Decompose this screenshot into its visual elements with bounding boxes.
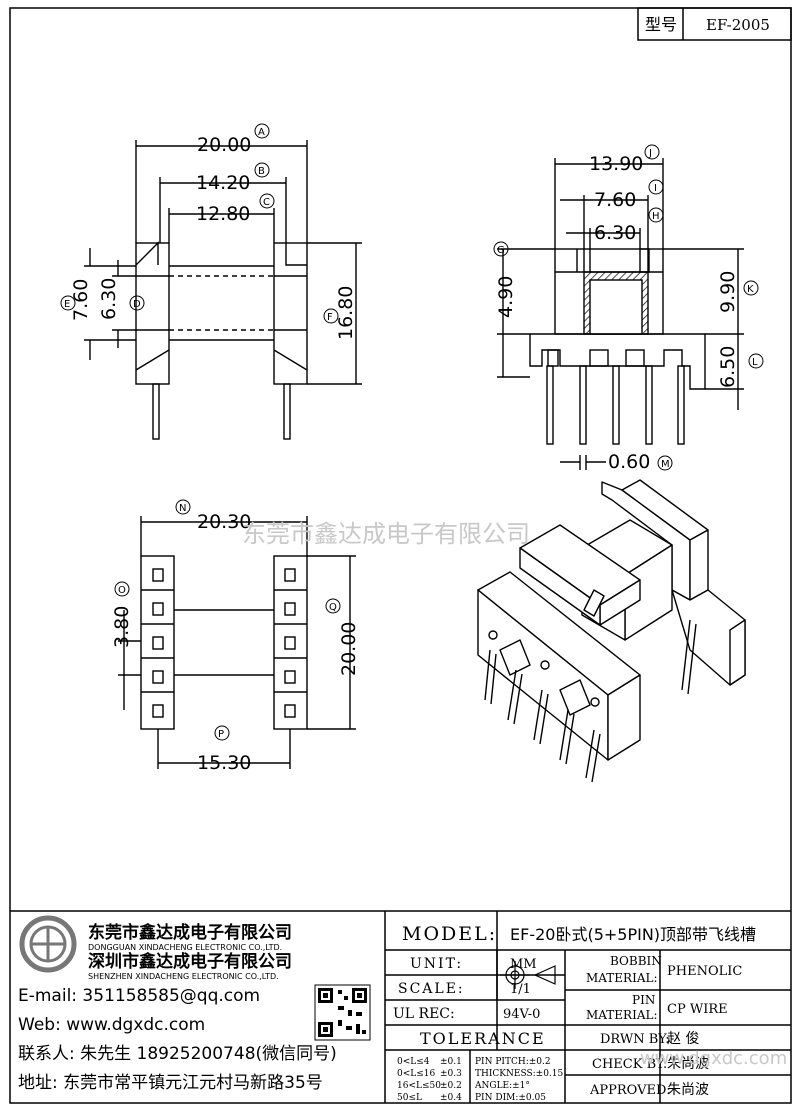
tol-spec-4: PIN DIM:±0.05: [475, 1093, 546, 1103]
front-view: [84, 140, 362, 440]
side-view: [497, 158, 744, 470]
dim-m-tag: M: [661, 459, 670, 470]
dim-l-value: 6.50: [717, 346, 739, 388]
tol-value-3: ±0.2: [440, 1081, 462, 1091]
model-box-label: 型号: [645, 15, 677, 34]
drwn-value: 赵 俊: [667, 1031, 699, 1047]
dim-g-tag: G: [497, 245, 505, 256]
dim-j-tag: J: [648, 148, 652, 159]
tol-value-1: ±0.1: [440, 1057, 462, 1067]
dim-m-value: 0.60: [608, 451, 650, 473]
tolerance-label: TOLERANCE: [420, 1029, 546, 1048]
model-box-value: EF-2005: [706, 16, 770, 34]
company-web: Web: www.dgxdc.com: [18, 1015, 205, 1035]
dim-i-value: 7.60: [594, 189, 636, 211]
dim-a-tag: A: [258, 127, 265, 138]
dim-d-tag: D: [133, 299, 141, 310]
company-contact: 联系人: 朱先生 18925200748(微信同号): [18, 1044, 337, 1064]
dim-e-tag: E: [64, 299, 70, 310]
company-name-en-2: SHENZHEN XINDACHENG ELECTRONIC CO.,LTD.: [88, 972, 279, 981]
bobbin-label-2: MATERIAL:: [586, 971, 658, 985]
tol-range-4: 50≤L: [397, 1093, 422, 1103]
company-email: E-mail: 351158585@qq.com: [18, 986, 260, 1006]
company-name-cn-2: 深圳市鑫达成电子有限公司: [88, 951, 292, 972]
tol-range-2: 0<L≤16: [397, 1069, 436, 1079]
projection-symbol: [500, 961, 556, 989]
dim-n-tag: N: [179, 503, 186, 514]
isometric-view: [477, 479, 746, 783]
dim-c-value: 12.80: [196, 203, 250, 225]
dim-k-value: 9.90: [717, 271, 739, 313]
tol-spec-1: PIN PITCH:±0.2: [475, 1057, 551, 1067]
pin-label-1: PIN: [632, 993, 655, 1007]
tol-range-1: 0<L≤4: [397, 1057, 430, 1067]
check-value: 朱尚波: [667, 1056, 709, 1072]
drwn-label: DRWN BY:: [600, 1032, 669, 1047]
check-label: CHECK BY:: [592, 1057, 667, 1072]
company-address: 地址: 东莞市常平镇元江元村马新路35号: [18, 1073, 323, 1093]
tol-range-3: 16<L≤50: [397, 1081, 441, 1091]
qr-code: [314, 984, 371, 1041]
watermark-text: 东莞市鑫达成电子有限公司: [242, 520, 530, 548]
sheet-border: [9, 7, 792, 1104]
company-name-en-1: DONGGUAN XINDACHENG ELECTRONIC CO.,LTD.: [88, 943, 282, 952]
bottom-view: [118, 516, 356, 769]
ulrec-value: 94V-0: [503, 1007, 540, 1022]
unit-label: UNIT:: [410, 956, 463, 972]
dim-o-tag: O: [118, 585, 126, 596]
dim-f-value: 16.80: [335, 286, 357, 340]
model-box: 型号 EF-2005: [637, 7, 792, 41]
dim-p-tag: P: [218, 729, 224, 740]
approved-value: 朱尚波: [667, 1082, 709, 1098]
ulrec-label: UL REC:: [393, 1006, 455, 1022]
dim-c-tag: C: [263, 197, 270, 208]
dim-b-value: 14.20: [196, 172, 250, 194]
bobbin-value: PHENOLIC: [667, 964, 742, 979]
scale-label: SCALE:: [398, 981, 465, 997]
dim-b-tag: B: [258, 166, 265, 177]
tol-spec-3: ANGLE:±1°: [474, 1081, 530, 1091]
unit-value: MM: [510, 957, 537, 972]
dim-a-value: 20.00: [197, 134, 251, 156]
dim-k-tag: K: [747, 284, 754, 295]
company-logo: [19, 915, 77, 973]
dim-j-value: 13.90: [589, 153, 643, 175]
watermark-site: www.dgxdc.com: [640, 1048, 787, 1069]
approved-label: APPROVED:: [589, 1083, 671, 1098]
dim-q-value: 20.00: [338, 622, 360, 676]
tol-value-2: ±0.3: [440, 1069, 462, 1079]
dim-h-tag: H: [652, 211, 660, 222]
dim-h-value: 6.30: [594, 222, 636, 244]
dim-n-value: 20.30: [197, 511, 251, 533]
company-name-cn-1: 东莞市鑫达成电子有限公司: [88, 922, 292, 943]
pin-label-2: MATERIAL:: [586, 1008, 658, 1022]
tol-value-4: ±0.4: [440, 1093, 462, 1103]
dim-o-value: 3.80: [111, 606, 133, 648]
dim-d-value: 6.30: [98, 278, 120, 320]
dim-i-tag: I: [654, 183, 657, 194]
dim-q-tag: Q: [329, 602, 337, 613]
dim-f-tag: F: [327, 312, 333, 323]
bobbin-label-1: BOBBIN: [610, 954, 662, 968]
model-value: EF-20卧式(5+5PIN)顶部带飞线槽: [510, 925, 756, 944]
tol-spec-2: THICKNESS:±0.15: [475, 1069, 564, 1079]
dim-p-value: 15.30: [197, 752, 251, 774]
pin-value: CP WIRE: [667, 1002, 728, 1017]
model-label: MODEL:: [402, 923, 497, 945]
dim-e-value: 7.60: [70, 279, 92, 321]
dim-g-value: 4.90: [495, 276, 517, 318]
dim-l-tag: L: [752, 357, 758, 368]
